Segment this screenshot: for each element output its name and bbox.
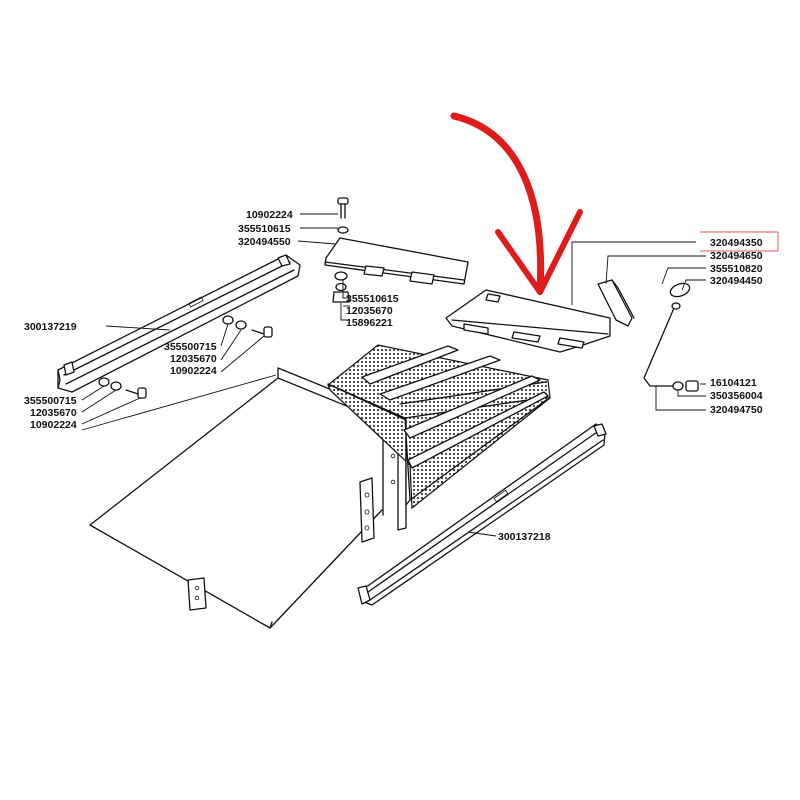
label-300137218: 300137218 [498,531,551,543]
label-355500715-a: 355500715 [164,341,217,353]
label-320494450: 320494450 [710,275,763,287]
mesh-tray [327,344,551,510]
part-labels: 10902224 355510615 320494550 355510615 1… [24,209,763,543]
label-355500715-b: 355500715 [24,395,77,407]
label-300137219: 300137219 [24,321,77,333]
label-12035670-b: 12035670 [30,407,77,419]
bolt-10902224-top [337,197,349,234]
label-320494350: 320494350 [710,237,763,249]
label-12035670-mid: 12035670 [346,305,393,317]
label-10902224-a: 10902224 [170,365,217,377]
clamp-plate-middle [359,477,375,543]
fasteners-left-lower [98,377,147,399]
label-350356004: 350356004 [710,390,763,402]
rod-320494750 [643,282,699,392]
label-320494750: 320494750 [710,404,763,416]
plate-320494550 [324,237,469,285]
label-highlight-box [700,231,779,252]
right-rail [357,423,607,606]
label-355510615-top: 355510615 [238,223,291,235]
red-arrow-icon [450,112,583,295]
label-320494550: 320494550 [238,236,291,248]
fasteners-left-upper [222,315,273,338]
label-12035670-a: 12035670 [170,353,217,365]
label-10902224-top: 10902224 [246,209,293,221]
label-320494650: 320494650 [710,250,763,262]
label-15896221: 15896221 [346,317,393,329]
label-16104121: 16104121 [710,377,757,389]
leader-lines [81,213,706,537]
label-355510615-mid: 355510615 [346,293,399,305]
label-355510820: 355510820 [710,263,763,275]
label-10902224-b: 10902224 [30,419,77,431]
part-320494350 [445,289,611,353]
left-rail [57,254,301,393]
clamp-plate-left [187,577,207,611]
bracket-320494650 [597,279,635,327]
